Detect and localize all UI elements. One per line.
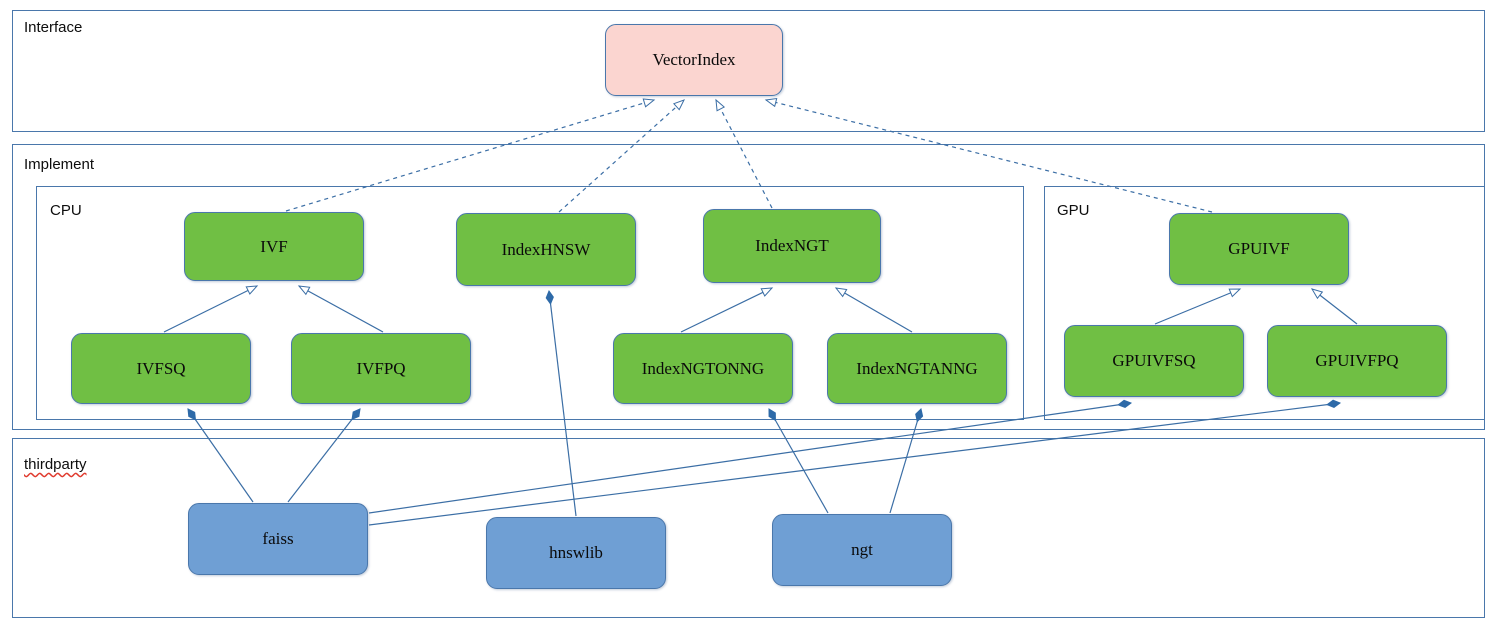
node-gpuivfsq[interactable]: GPUIVFSQ: [1064, 325, 1244, 397]
node-hnswlib[interactable]: hnswlib: [486, 517, 666, 589]
node-indexngt[interactable]: IndexNGT: [703, 209, 881, 283]
node-ivfsq[interactable]: IVFSQ: [71, 333, 251, 404]
node-gpuivfpq[interactable]: GPUIVFPQ: [1267, 325, 1447, 397]
node-vectorindex[interactable]: VectorIndex: [605, 24, 783, 96]
group-label-interface: Interface: [24, 19, 83, 36]
node-indexhnsw[interactable]: IndexHNSW: [456, 213, 636, 286]
node-indexngtonng[interactable]: IndexNGTONNG: [613, 333, 793, 404]
node-gpuivf[interactable]: GPUIVF: [1169, 213, 1349, 285]
group-label-implement: Implement: [24, 156, 95, 173]
group-label-thirdparty: thirdparty: [24, 456, 87, 473]
node-ivfpq[interactable]: IVFPQ: [291, 333, 471, 404]
group-label-cpu: CPU: [50, 202, 82, 219]
node-ivf[interactable]: IVF: [184, 212, 364, 281]
node-ngt[interactable]: ngt: [772, 514, 952, 586]
group-label-gpu: GPU: [1057, 202, 1090, 219]
node-indexngtanng[interactable]: IndexNGTANNG: [827, 333, 1007, 404]
node-faiss[interactable]: faiss: [188, 503, 368, 575]
